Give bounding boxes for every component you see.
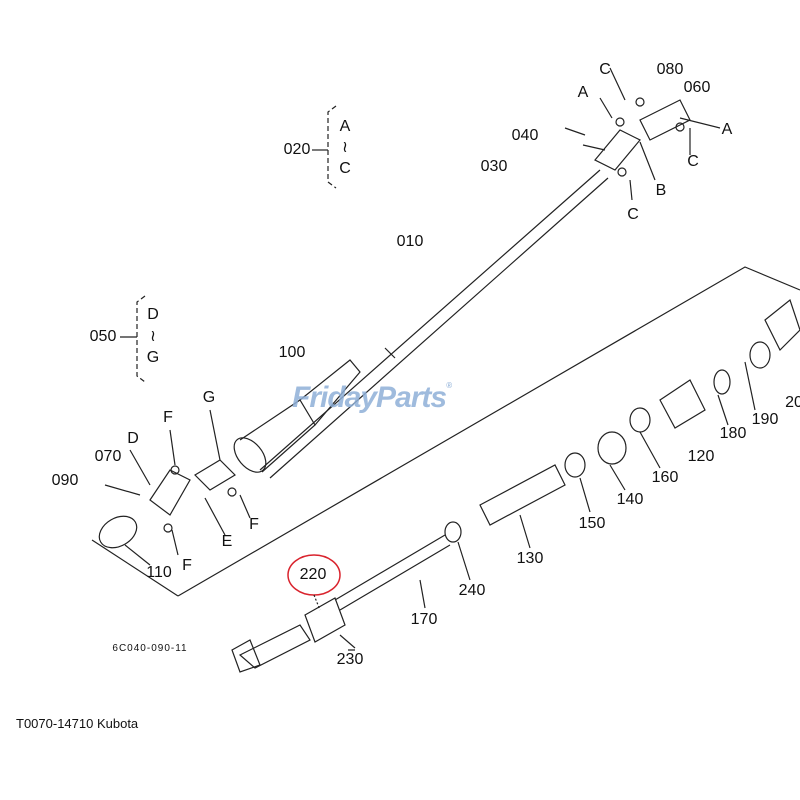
label-f: F: [249, 516, 259, 533]
label-240: 240: [458, 582, 486, 599]
boot-100: [233, 359, 361, 473]
tube-130: [479, 464, 566, 526]
label-010: 010: [396, 233, 424, 250]
boot-140: [597, 431, 627, 465]
label-080: 080: [656, 61, 684, 78]
bracket-050: [136, 295, 146, 383]
label-g: G: [202, 389, 216, 406]
label-230: 230: [336, 651, 364, 668]
frame-line: [177, 266, 800, 597]
label-090: 090: [51, 472, 79, 489]
label-190: 190: [751, 411, 779, 428]
label-a: A: [339, 118, 351, 135]
sleeve-220: [304, 597, 346, 643]
label-140: 140: [616, 491, 644, 508]
label-tilde: ≀: [150, 328, 156, 345]
part-180: [713, 369, 731, 395]
label-a: A: [577, 84, 589, 101]
label-b: B: [655, 182, 667, 199]
label-070: 070: [94, 448, 122, 465]
label-c: C: [687, 153, 699, 170]
label-180: 180: [719, 425, 747, 442]
part-120: [659, 379, 706, 429]
label-030: 030: [480, 158, 508, 175]
label-040: 040: [511, 127, 539, 144]
lower-yoke: [98, 409, 251, 566]
label-120: 120: [687, 448, 715, 465]
clamp-110: [98, 515, 138, 549]
label-20x: 20: [785, 394, 800, 411]
watermark-logo: FridayParts®: [292, 381, 452, 414]
label-c: C: [339, 160, 351, 177]
part-190: [749, 341, 771, 369]
oring-240: [444, 521, 462, 543]
upper-yoke: [564, 67, 721, 201]
label-110: 110: [146, 564, 172, 581]
label-220: 220: [299, 566, 327, 583]
drawing-code: 6C040-090-11: [112, 643, 188, 654]
label-170: 170: [410, 611, 438, 628]
label-f: F: [182, 557, 192, 574]
label-g: G: [146, 349, 160, 366]
label-050: 050: [89, 328, 117, 345]
label-d: D: [147, 306, 159, 323]
label-d: D: [127, 430, 139, 447]
label-c: C: [627, 206, 639, 223]
shaft-170: [334, 534, 451, 611]
label-150: 150: [578, 515, 606, 532]
bracket-020: [327, 105, 337, 189]
label-160: 160: [651, 469, 679, 486]
label-a: A: [721, 121, 733, 138]
label-130: 130: [516, 550, 544, 567]
label-e: E: [221, 533, 233, 550]
label-020: 020: [283, 141, 311, 158]
clamp-150: [564, 452, 586, 478]
shaft-010: [259, 169, 609, 479]
label-100: 100: [278, 344, 306, 361]
part-number-caption: T0070-14710 Kubota: [16, 716, 139, 731]
lower-shaft-assembly: [231, 298, 800, 673]
label-c: C: [599, 61, 611, 78]
clamp-160: [629, 407, 651, 433]
label-tilde: ≀: [342, 139, 348, 156]
label-f: F: [163, 409, 173, 426]
label-060: 060: [683, 79, 711, 96]
frame-line: [91, 539, 179, 597]
